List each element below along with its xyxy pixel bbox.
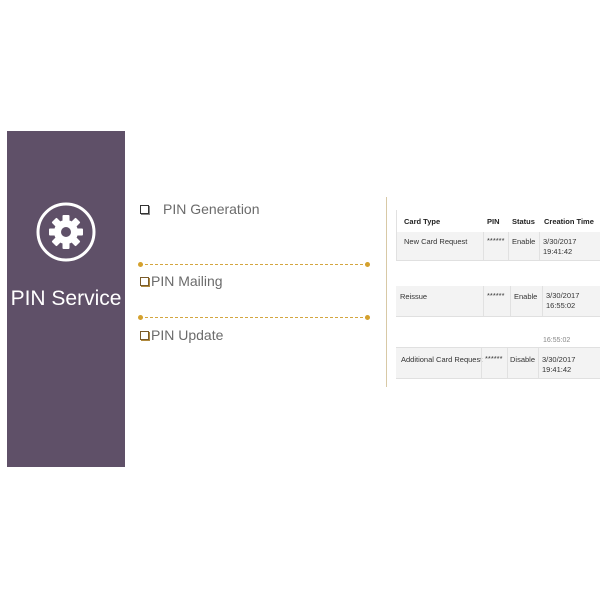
gear-icon (35, 201, 97, 263)
cropped-time-text: 16:55:02 (543, 337, 571, 343)
column-header-creation-time: Creation Time (544, 217, 594, 226)
table-row[interactable]: Additional Card Request ****** Disable 3… (396, 347, 600, 379)
cell-date: 3/30/2017 (546, 291, 580, 300)
menu-item-label: PIN Mailing (151, 273, 223, 289)
column-header-status: Status (512, 217, 535, 226)
cell-status: Disable (510, 355, 536, 364)
menu-item-label: PIN Update (151, 327, 224, 343)
menu-item-label: PIN Generation (163, 201, 260, 217)
checkbox-bullet-icon (140, 204, 149, 214)
column-line (510, 286, 511, 316)
menu-divider (140, 317, 368, 318)
column-line (483, 286, 484, 316)
cell-card-type: Additional Card Request (401, 355, 483, 364)
cell-card-type: Reissue (400, 292, 428, 301)
column-header-card-type: Card Type (404, 217, 441, 226)
column-line (538, 348, 539, 378)
menu-item-pin-mailing[interactable]: PIN Mailing (140, 273, 223, 289)
cell-card-type: New Card Request (404, 237, 468, 246)
cell-status: Enable (512, 237, 536, 246)
divider-dot (365, 262, 370, 267)
cell-status: Enable (514, 292, 538, 301)
table-header: Card Type PIN Status Creation Time (396, 210, 600, 233)
menu-item-pin-generation[interactable]: PIN Generation (140, 201, 260, 217)
cell-time: 19:41:42 (542, 365, 572, 374)
vertical-divider (386, 197, 387, 387)
cell-date: 3/30/2017 (543, 237, 577, 246)
table-row[interactable]: Reissue ****** Enable 3/30/2017 16:55:02 (396, 286, 600, 317)
cell-date: 3/30/2017 (542, 355, 576, 364)
panel-title: PIN Service (10, 287, 122, 310)
service-panel: PIN Service (7, 131, 125, 467)
cell-pin: ****** (485, 354, 503, 363)
cell-pin: ****** (487, 236, 505, 245)
menu-divider (140, 264, 368, 265)
column-line (508, 232, 509, 260)
column-line (542, 286, 543, 316)
divider-dot (365, 315, 370, 320)
column-line (507, 348, 508, 378)
column-line (396, 210, 397, 260)
cell-time: 16:55:02 (546, 301, 576, 310)
column-line (483, 232, 484, 260)
column-line (481, 348, 482, 378)
table-row[interactable]: New Card Request ****** Enable 3/30/2017… (396, 232, 600, 261)
divider-dot (138, 262, 143, 267)
checkbox-bullet-icon (140, 276, 149, 286)
divider-dot (138, 315, 143, 320)
column-header-pin: PIN (487, 217, 500, 226)
cell-time: 19:41:42 (543, 247, 573, 256)
column-line (539, 232, 540, 260)
menu-item-pin-update[interactable]: PIN Update (140, 327, 223, 343)
cell-pin: ****** (487, 291, 505, 300)
checkbox-bullet-icon (140, 330, 149, 340)
